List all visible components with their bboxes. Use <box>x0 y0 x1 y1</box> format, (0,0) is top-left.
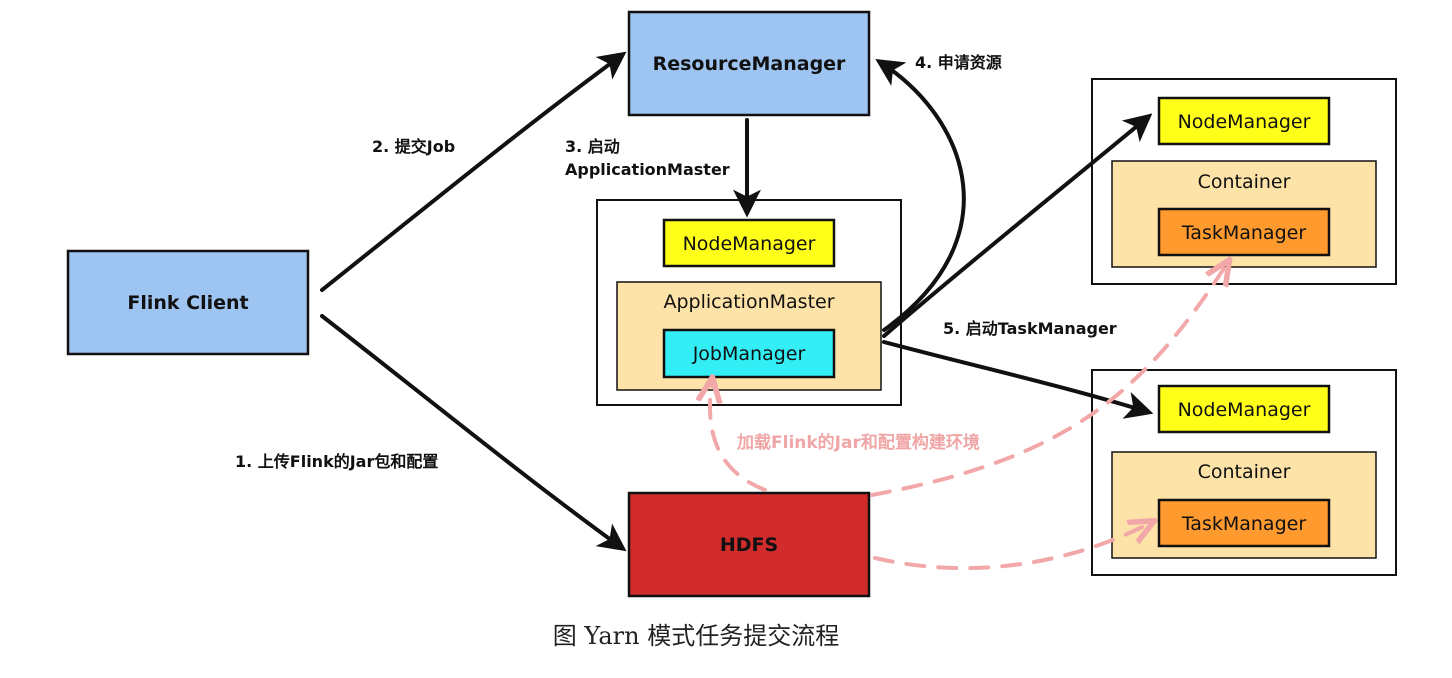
am-node-manager-box <box>662 218 836 268</box>
application-master-label: ApplicationMaster <box>663 291 834 313</box>
arrow-upload-jar <box>320 314 627 552</box>
arrow-start-tm-2 <box>882 340 1154 419</box>
label-step1: 1. 上传Flink的Jar包和配置 <box>235 452 438 471</box>
hdfs-label: HDFS <box>720 534 778 556</box>
arrow-start-tm-1 <box>882 113 1153 338</box>
worker1-node-manager-label: NodeManager <box>1178 111 1311 133</box>
flink-client-box <box>66 249 310 356</box>
dashed-hdfs-to-taskmanager-1 <box>870 262 1228 497</box>
hdfs-box <box>627 491 871 598</box>
label-step3-line1: 3. 启动 <box>565 137 620 156</box>
dashed-hdfs-to-jobmanager <box>710 380 767 492</box>
resource-manager-box <box>627 10 871 117</box>
flink-client-label: Flink Client <box>127 292 248 314</box>
label-step4: 4. 申请资源 <box>915 53 1002 72</box>
job-manager-label: JobManager <box>692 343 806 365</box>
job-manager-box <box>662 328 836 379</box>
resource-manager-label: ResourceManager <box>653 53 846 75</box>
label-step2: 2. 提交Job <box>372 137 455 156</box>
figure-caption: 图 Yarn 模式任务提交流程 <box>553 622 839 650</box>
am-node-manager-label: NodeManager <box>683 233 816 255</box>
worker1-task-manager-box <box>1157 207 1331 257</box>
worker2-task-manager-label: TaskManager <box>1181 513 1306 535</box>
dashed-hdfs-to-taskmanager-2 <box>873 522 1152 570</box>
arrow-request-resources <box>875 58 966 332</box>
label-step3-line2: ApplicationMaster <box>565 160 730 179</box>
label-step5: 5. 启动TaskManager <box>943 319 1117 338</box>
worker1-node-manager-box <box>1157 96 1331 146</box>
worker2-node-manager-label: NodeManager <box>1178 399 1311 421</box>
arrow-submit-job <box>320 51 627 292</box>
label-load-env: 加载Flink的Jar和配置构建环境 <box>736 432 980 453</box>
worker2-task-manager-box <box>1157 498 1331 548</box>
worker2-node-manager-box <box>1157 384 1331 434</box>
worker1-task-manager-label: TaskManager <box>1181 222 1306 244</box>
worker1-container-label: Container <box>1198 171 1291 193</box>
worker2-container-label: Container <box>1198 461 1291 483</box>
